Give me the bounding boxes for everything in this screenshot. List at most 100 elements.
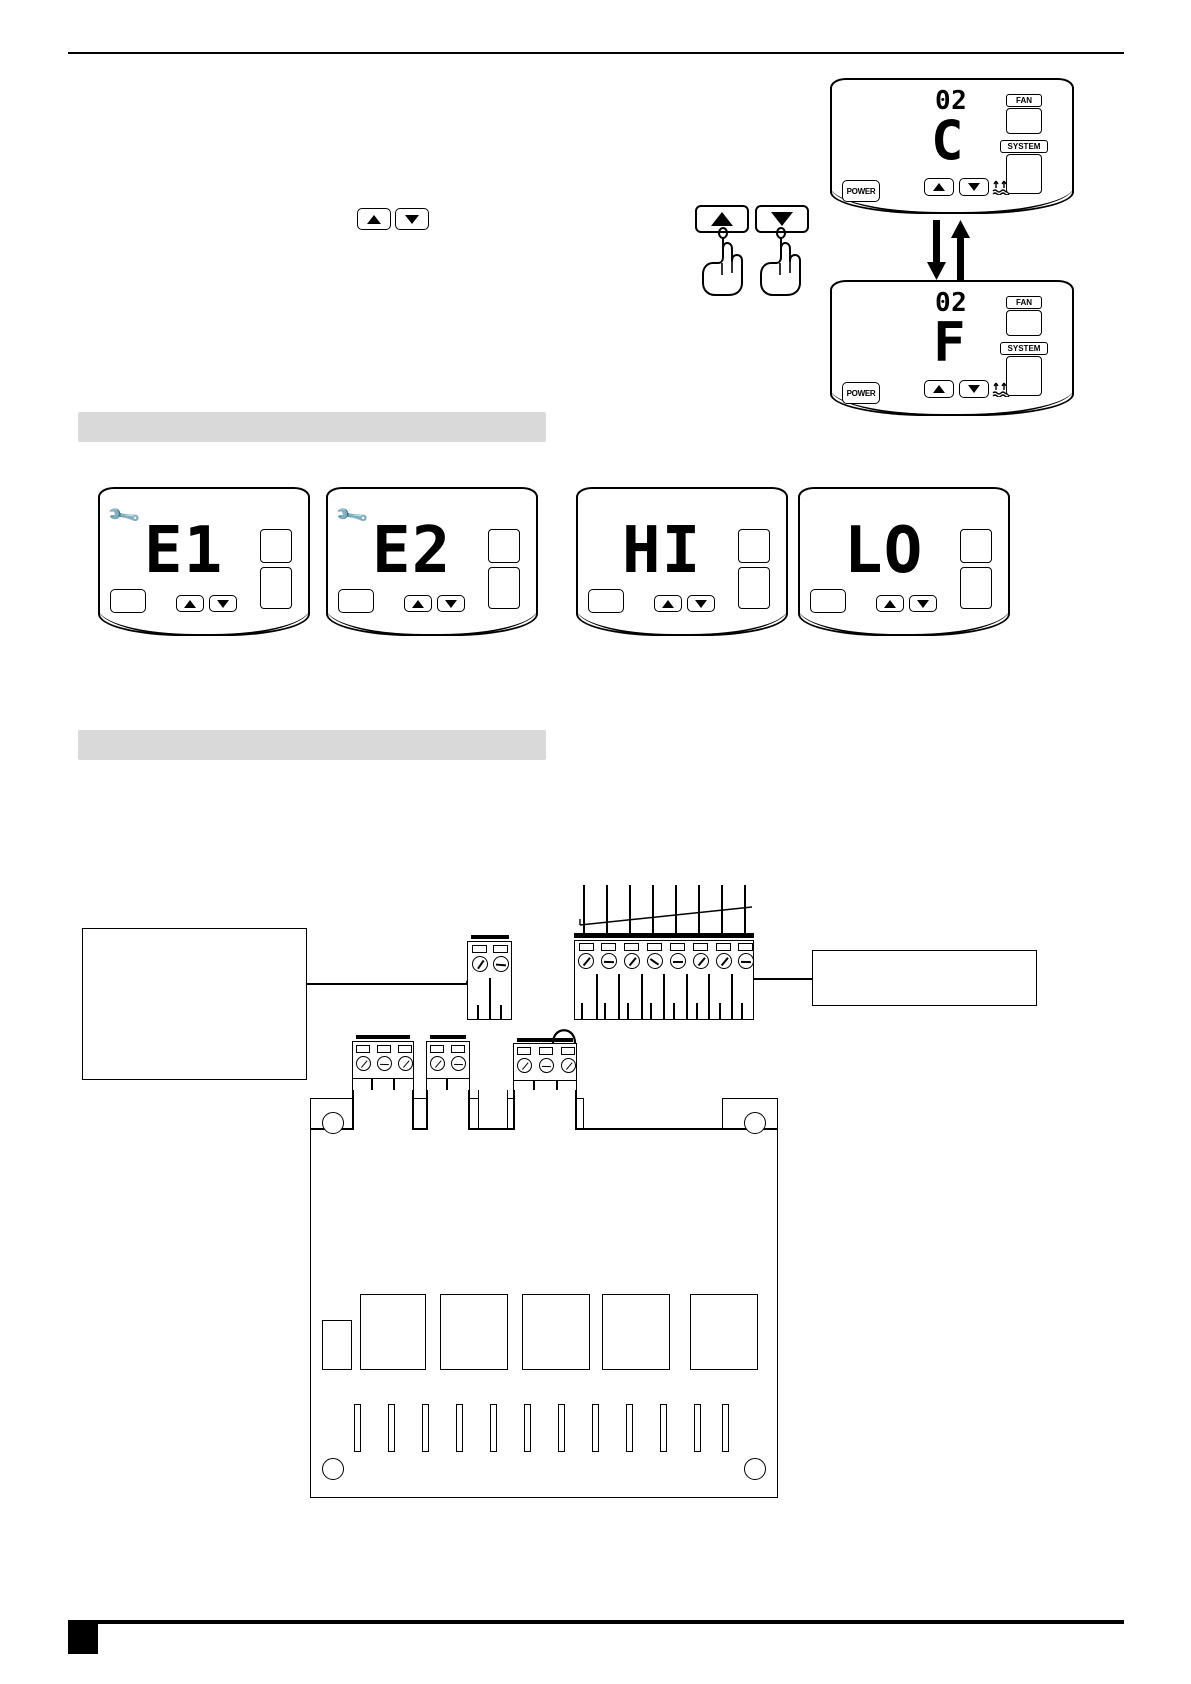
connector-pin (393, 1079, 395, 1091)
board-pin (626, 1404, 633, 1452)
system-button[interactable] (260, 567, 292, 609)
power-button[interactable]: POWER (842, 180, 880, 202)
terminal-slot (539, 1047, 553, 1055)
terminal-slot (356, 1045, 370, 1053)
triangle-up-icon (367, 214, 381, 224)
triangle-up-icon (184, 599, 196, 608)
connector-leg (664, 974, 687, 1020)
footer-rule (78, 1620, 1124, 1624)
system-button[interactable] (1006, 356, 1042, 396)
fan-button[interactable] (960, 529, 992, 563)
inline-up-arrow-button[interactable] (357, 208, 391, 230)
mounting-hole (744, 1458, 766, 1480)
board-connector-2 (426, 1035, 470, 1100)
triangle-down-icon (968, 385, 980, 393)
thermostat-up-button[interactable] (924, 178, 954, 196)
connector-pin (673, 1003, 675, 1020)
wire (698, 885, 700, 933)
inline-down-arrow-button[interactable] (395, 208, 429, 230)
board-component-small (322, 1320, 352, 1370)
press-demo-group (695, 205, 809, 305)
display-down-button[interactable] (437, 595, 465, 612)
terminal-slot (579, 943, 594, 951)
terminal-slot (693, 943, 708, 951)
callout-box-left (82, 928, 307, 1080)
connector-pin (446, 1079, 448, 1091)
power-button[interactable]: POWER (842, 382, 880, 404)
terminal-slot (517, 1047, 531, 1055)
fan-button[interactable] (260, 529, 292, 563)
connector-top-bar (517, 1038, 573, 1042)
connector-leg (731, 974, 754, 1020)
board-pin (722, 1404, 729, 1452)
power-button[interactable] (588, 589, 624, 613)
triangle-down-icon (917, 599, 929, 608)
board-component-relay (360, 1294, 426, 1370)
system-button[interactable] (1006, 154, 1042, 194)
fault-code-readout: LO (844, 514, 924, 588)
display-up-button[interactable] (176, 595, 204, 612)
hand-pointer-icon-left (702, 227, 743, 296)
mounting-hole (322, 1458, 344, 1480)
display-hi: HI (576, 487, 788, 636)
power-button[interactable] (110, 589, 146, 613)
connector-pin (556, 1081, 558, 1093)
wire (606, 885, 608, 933)
fault-code-readout: E2 (372, 514, 452, 588)
press-down-button[interactable] (755, 205, 809, 233)
board-pin (490, 1404, 497, 1452)
system-button[interactable] (738, 567, 770, 609)
display-down-button[interactable] (209, 595, 237, 612)
board-notch-edge (426, 1090, 428, 1130)
power-button[interactable] (338, 589, 374, 613)
board-notch (478, 1090, 508, 1130)
fan-button[interactable] (1006, 108, 1042, 134)
callout-box-right (812, 950, 1037, 1006)
display-arrow-pair (176, 595, 237, 612)
fan-button[interactable] (1006, 310, 1042, 336)
connector-2pin (467, 935, 512, 1020)
fan-button[interactable] (738, 529, 770, 563)
wire (744, 885, 746, 933)
board-edge-seg (468, 1128, 514, 1130)
triangle-down-icon (217, 599, 229, 608)
board-pin (524, 1404, 531, 1452)
display-e1: 🔧 E1 (98, 487, 310, 636)
thermostat-arrow-pair (924, 380, 989, 398)
leader-line-right (752, 978, 812, 980)
terminal-slot (561, 1047, 575, 1055)
fan-button[interactable] (488, 529, 520, 563)
board-notch-edge (575, 1090, 577, 1130)
display-up-button[interactable] (654, 595, 682, 612)
power-button[interactable] (810, 589, 846, 613)
connector-pin (650, 1003, 652, 1020)
system-button[interactable] (488, 567, 520, 609)
display-arrow-pair (404, 595, 465, 612)
thermostat-down-button[interactable] (959, 178, 989, 196)
thermostat-large-readout: F (933, 311, 967, 374)
system-button[interactable] (960, 567, 992, 609)
display-down-button[interactable] (909, 595, 937, 612)
board-notch-edge (352, 1090, 354, 1130)
terminal-slot (472, 945, 487, 953)
thermostat-up-button[interactable] (924, 380, 954, 398)
thermostat-down-button[interactable] (959, 380, 989, 398)
triangle-down-icon (445, 599, 457, 608)
connector-pin (719, 1003, 721, 1020)
board-pin (660, 1404, 667, 1452)
display-down-button[interactable] (687, 595, 715, 612)
display-arrow-pair (876, 595, 937, 612)
connector-pin (627, 1003, 629, 1020)
terminal-slot (493, 945, 508, 953)
board-pin (354, 1404, 361, 1452)
triangle-up-icon (933, 385, 945, 393)
display-e2: 🔧 E2 (326, 487, 538, 636)
display-up-button[interactable] (404, 595, 432, 612)
connector-pin (604, 1003, 606, 1020)
leader-line-left (307, 983, 470, 985)
wire (652, 885, 654, 933)
display-up-button[interactable] (876, 595, 904, 612)
terminal-slot (377, 1045, 391, 1053)
board-notch-edge (468, 1090, 470, 1130)
thermostat-display-fahrenheit: 02 F POWER FAN SYSTEM (830, 280, 1074, 416)
